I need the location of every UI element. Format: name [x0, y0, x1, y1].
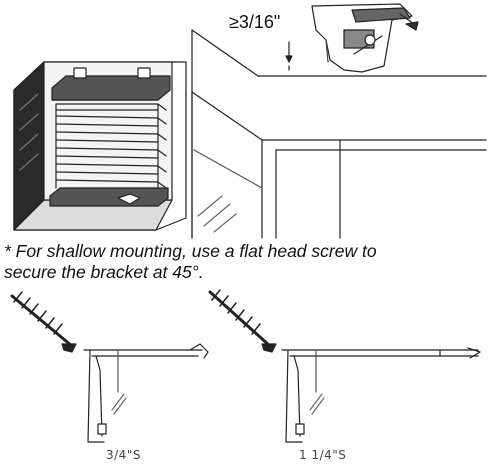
depth-label-3-4: 3/4"S	[106, 448, 141, 462]
shallow-mount-note: * For shallow mounting, use a flat head …	[4, 241, 484, 283]
bracket-clearance-illustration	[191, 3, 487, 239]
depth-label-1-1-4: 1 1/4"S	[299, 448, 347, 462]
note-line-1: * For shallow mounting, use a flat head …	[4, 241, 377, 261]
note-line-2: secure the bracket at 45°.	[4, 262, 204, 282]
bracket-gap-label: ≥3/16"	[229, 12, 281, 32]
screw-mount-3-4	[10, 291, 209, 443]
window-shade-illustration	[13, 61, 187, 231]
screw-mount-1-1-4	[208, 289, 481, 443]
